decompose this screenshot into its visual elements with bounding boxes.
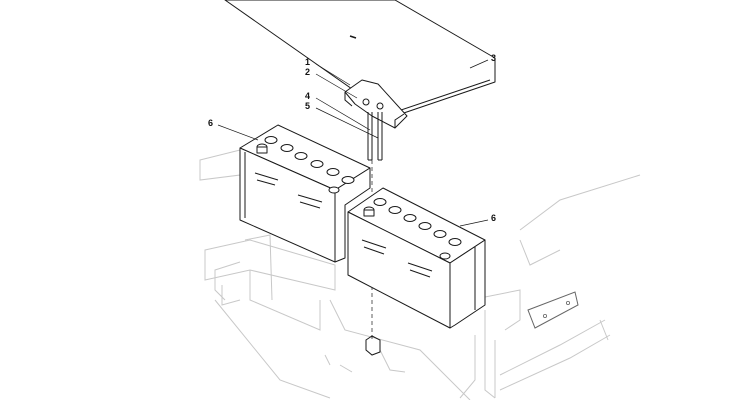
callout-5: 5: [305, 101, 310, 111]
callout-2: 2: [305, 67, 310, 77]
callout-6-right: 6: [491, 213, 496, 223]
battery-right-part-6: [347, 187, 486, 329]
callout-3: 3: [491, 53, 496, 63]
battery-left-part-6: [239, 124, 371, 263]
callout-4: 4: [305, 91, 310, 101]
callout-1: 1: [305, 57, 310, 67]
hold-down-bracket-part-1-2: [344, 79, 408, 129]
callouts: 1 2 3 4 5 6 6: [208, 53, 496, 223]
leader-lines: [217, 59, 489, 227]
side-bracket: [527, 291, 579, 329]
callout-6-left: 6: [208, 118, 213, 128]
j-bolts-part-4-5: [365, 112, 383, 356]
